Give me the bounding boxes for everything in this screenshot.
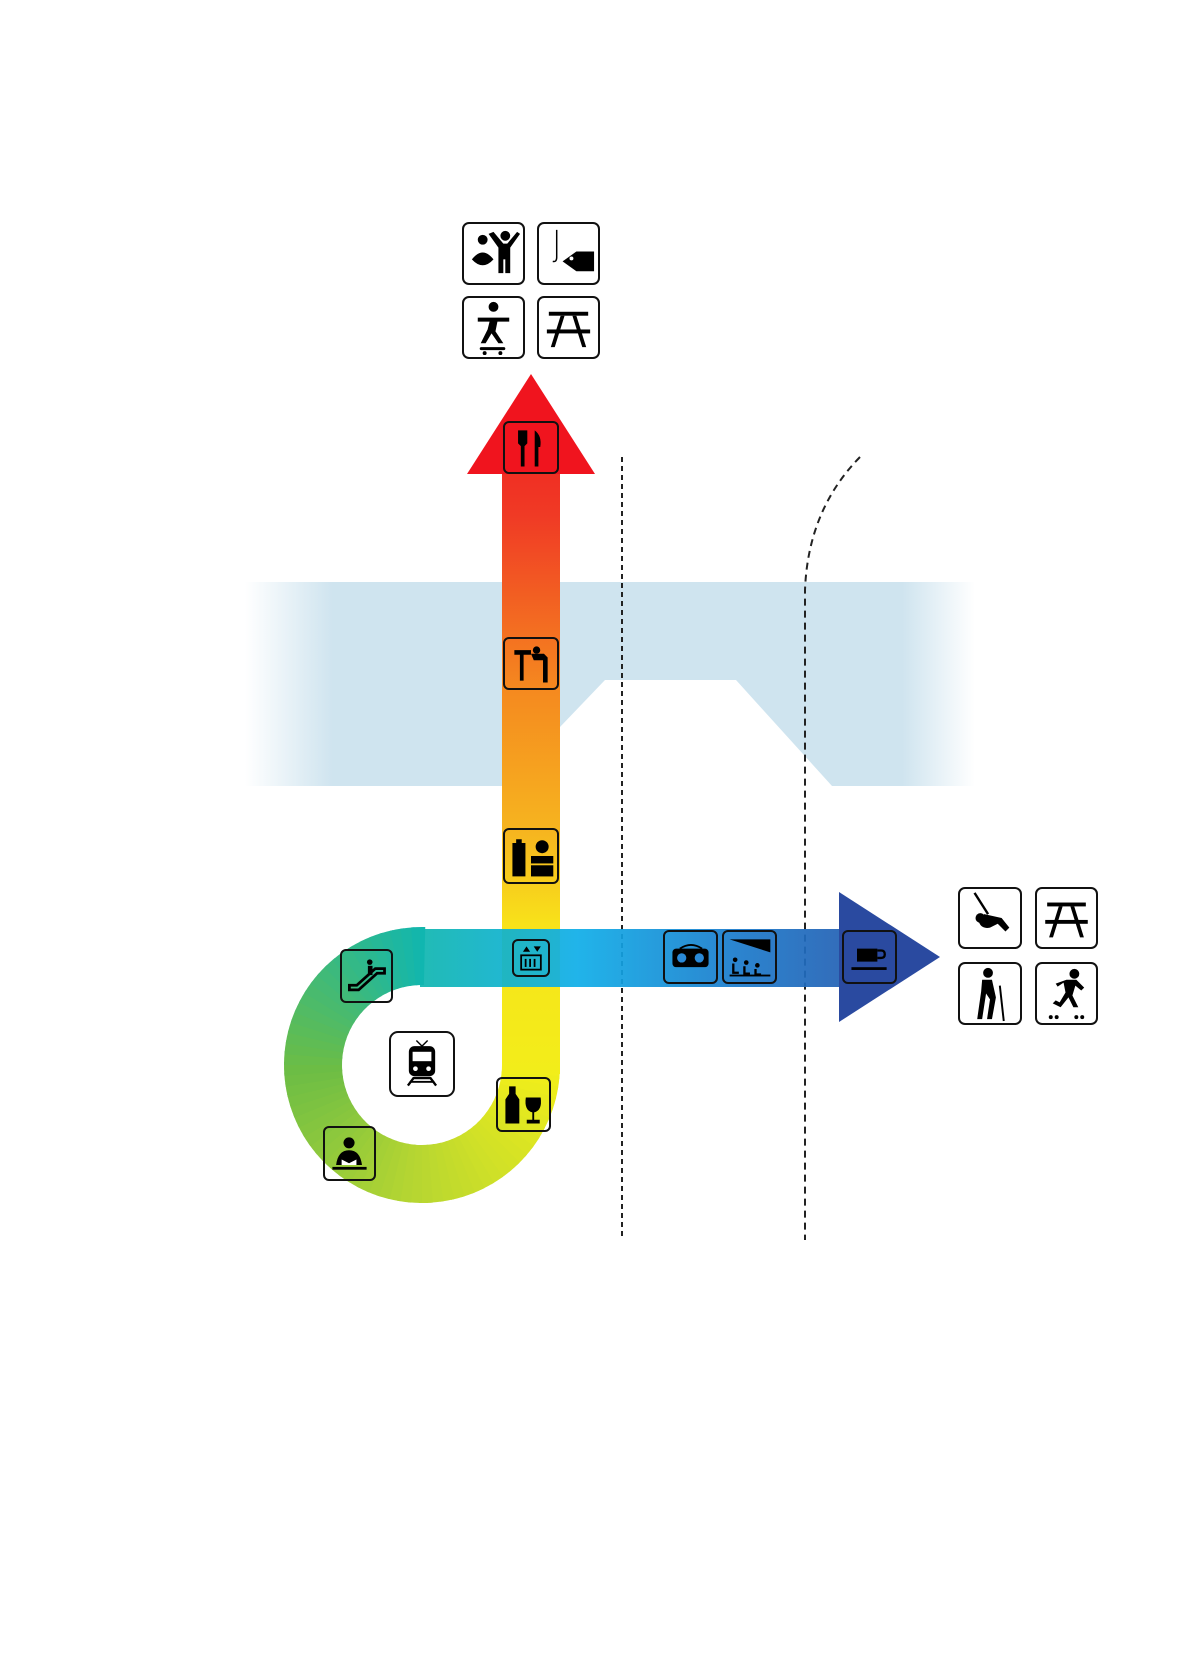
skateboarding-icon (462, 296, 525, 359)
east-arrow-head (839, 892, 940, 1022)
restaurant-icon (503, 421, 559, 474)
hiking-icon (958, 962, 1022, 1025)
cafe-icon (842, 930, 897, 984)
dashed-boundary-curve (804, 456, 861, 1240)
swing-icon (958, 887, 1022, 949)
library-reading-icon (323, 1126, 376, 1181)
liquor-store-icon (496, 1077, 551, 1132)
inline-skating-icon (1035, 962, 1098, 1025)
river-band (245, 582, 975, 786)
stadium-seating-icon (722, 930, 777, 984)
train-station-icon (389, 1031, 455, 1097)
escalator-icon (340, 949, 393, 1003)
grocery-icon (503, 828, 559, 884)
elevator-icon (512, 939, 550, 977)
drinking-fountain-icon (503, 637, 559, 690)
playground-icon (462, 222, 525, 285)
east-route-shaft (420, 929, 842, 987)
picnic-table-icon (1035, 887, 1098, 949)
picnic-table-icon (537, 296, 600, 359)
route-loop (284, 927, 560, 1203)
north-arrow-head (467, 374, 595, 474)
fishing-icon (537, 222, 600, 285)
music-radio-icon (663, 930, 718, 984)
